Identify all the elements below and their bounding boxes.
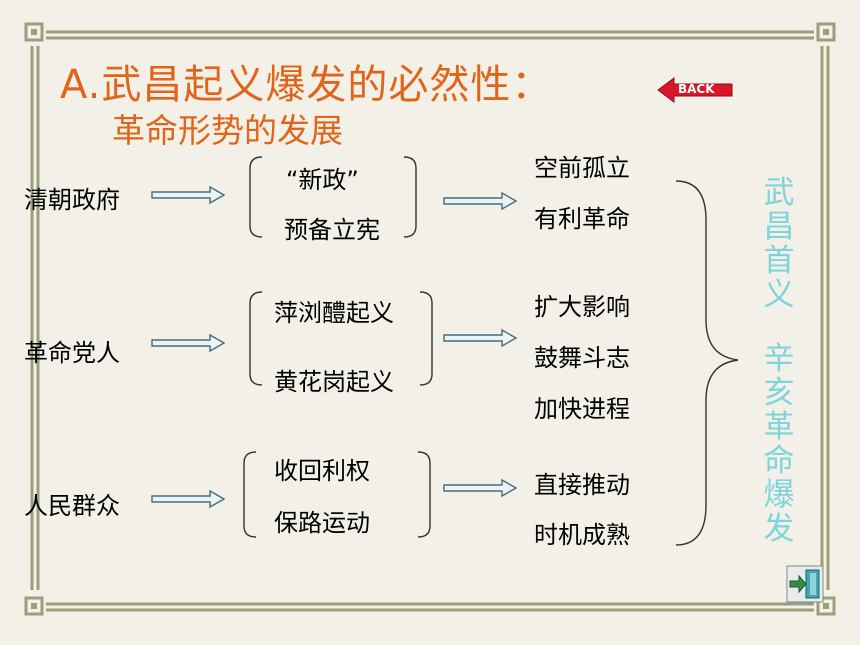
measure-railway-protection: 保路运动 (274, 509, 370, 537)
source-qing-government: 清朝政府 (24, 186, 120, 214)
exit-door-icon (786, 565, 824, 603)
source-revolutionaries: 革命党人 (24, 339, 120, 367)
measure-new-policy: “新政” (286, 166, 359, 194)
slide-subtitle: 革命形势的发展 (112, 111, 343, 150)
effect-speed-progress: 加快进程 (534, 395, 630, 423)
slide-title: A.武昌起义爆发的必然性： (60, 62, 553, 108)
source-people: 人民群众 (24, 492, 120, 520)
measure-recover-rights: 收回利权 (274, 457, 370, 485)
effect-time-ripe: 时机成熟 (534, 521, 630, 549)
measure-huanghuagang-uprising: 黄花岗起义 (274, 368, 394, 396)
measure-constitution-prep: 预备立宪 (284, 216, 380, 244)
back-button[interactable]: BACK (656, 76, 734, 104)
effect-expand-influence: 扩大影响 (534, 293, 630, 321)
effect-favor-revolution: 有利革命 (534, 205, 630, 233)
effect-direct-push: 直接推动 (534, 471, 630, 499)
exit-button[interactable] (786, 565, 824, 603)
effect-boost-morale: 鼓舞斗志 (534, 344, 630, 372)
conclusion-xinhai-revolution: 辛亥革命爆发 (763, 341, 795, 547)
back-arrow-icon (657, 77, 733, 103)
measure-pingliuli-uprising: 萍浏醴起义 (274, 299, 394, 327)
effect-isolated: 空前孤立 (534, 154, 630, 182)
conclusion-wuchang-uprising: 武昌首义 (763, 175, 795, 313)
back-button-label: BACK (678, 82, 715, 96)
